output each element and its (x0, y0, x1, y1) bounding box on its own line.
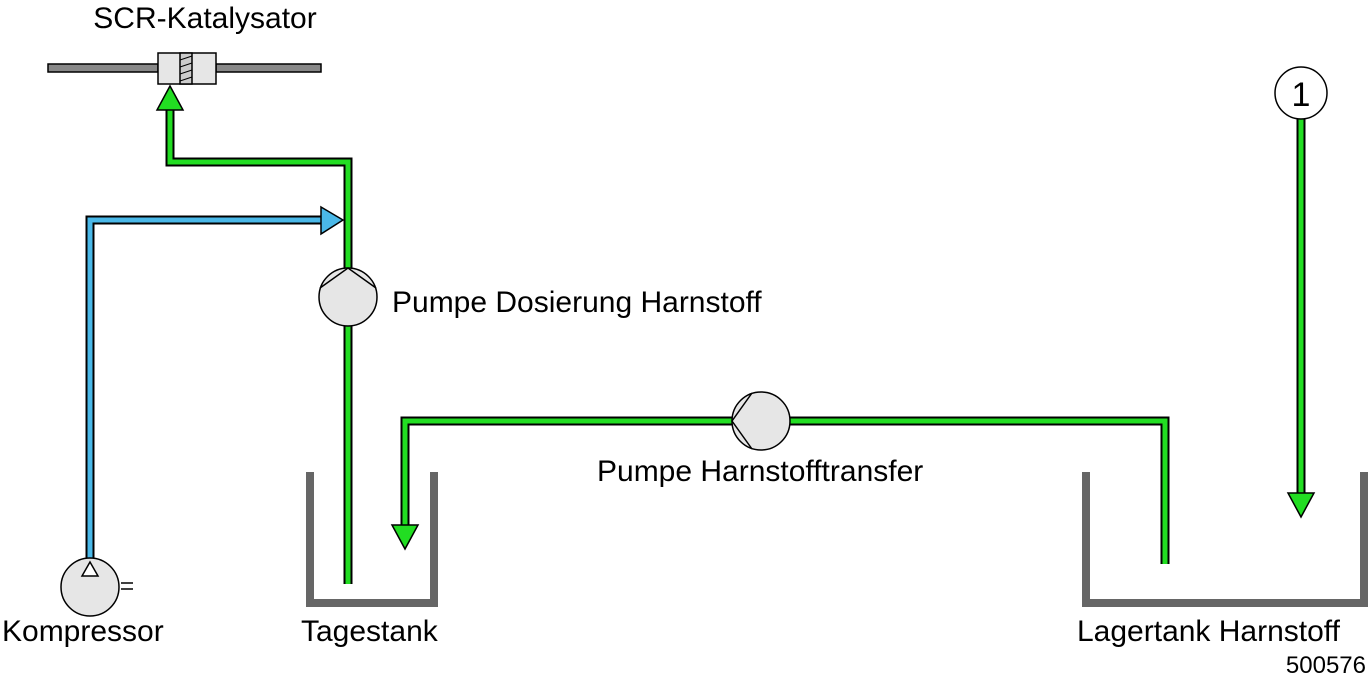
inlet-marker-label: 1 (1292, 76, 1311, 114)
dosing-pump-label: Pumpe Dosierung Harnstoff (392, 286, 762, 319)
dosing-flow-arrow-icon (155, 84, 185, 111)
inlet-line (1286, 118, 1316, 519)
storage-tank-label: Lagertank Harnstoff (1077, 615, 1341, 648)
inlet-flow-arrow-icon (1286, 492, 1316, 519)
day-tank (306, 472, 438, 607)
storage-tank (1082, 472, 1368, 607)
scr-catalyst-label: SCR-Katalysator (93, 2, 316, 35)
transfer-pump-label: Pumpe Harnstofftransfer (597, 455, 923, 488)
figure-id: 500576 (1286, 652, 1366, 679)
transfer-flow-arrow-icon (390, 524, 420, 551)
air-flow-arrow-icon (320, 205, 345, 236)
compressor-label: Kompressor (2, 615, 164, 648)
inlet-marker: 1 (1274, 66, 1328, 120)
day-tank-label: Tagestank (301, 615, 439, 648)
compressor-icon (60, 557, 133, 617)
air-line (85, 205, 345, 565)
dosing-line (155, 84, 353, 584)
transfer-pump-icon (731, 391, 791, 451)
dosing-pump-icon (318, 267, 378, 327)
scr-catalyst-icon (157, 52, 217, 85)
